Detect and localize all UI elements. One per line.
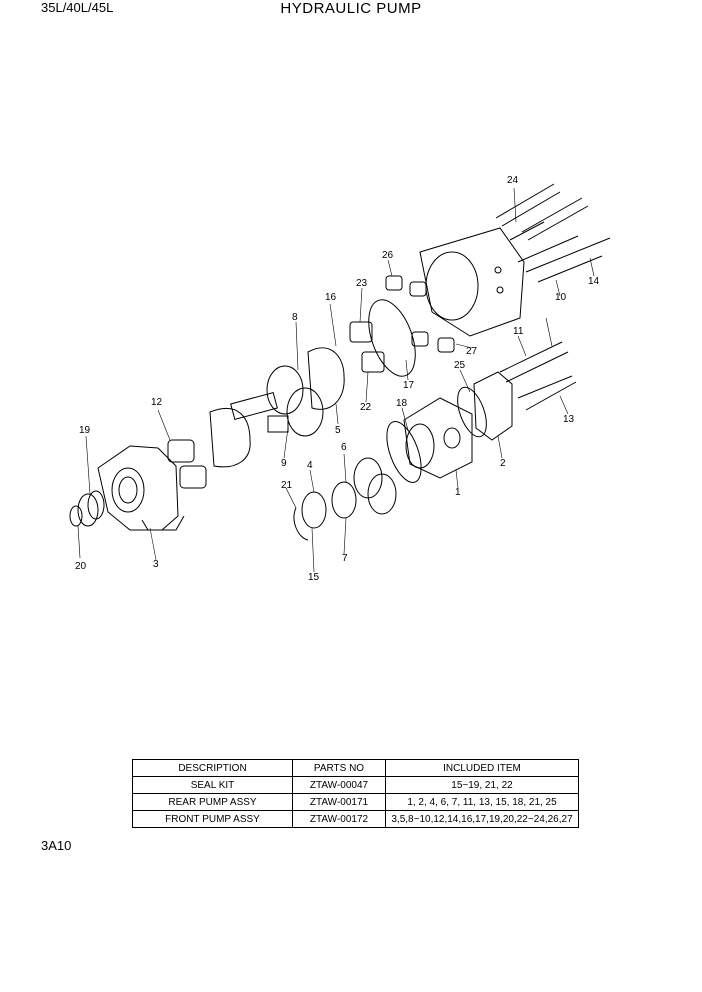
callout-10: 10 (555, 292, 567, 303)
callout-17: 17 (403, 380, 415, 391)
bushing-part (409, 281, 427, 297)
included-item-cell: 1, 2, 4, 6, 7, 11, 13, 15, 18, 21, 25 (385, 793, 579, 811)
description-cell: SEAL KIT (132, 776, 293, 794)
rear-gear-part (293, 457, 397, 541)
callout-14: 14 (588, 276, 600, 287)
callout-2: 2 (500, 458, 506, 469)
bushing-part (361, 351, 385, 373)
callout-5: 5 (335, 425, 341, 436)
pump-body-part (419, 227, 525, 337)
callout-9: 9 (281, 458, 287, 469)
callout-26: 26 (382, 250, 394, 261)
callout-6: 6 (341, 442, 347, 453)
callout-4: 4 (307, 460, 313, 471)
model-label: 35L/40L/45L (41, 0, 114, 15)
table-header-row: DESCRIPTION PARTS NO INCLUDED ITEM (132, 759, 579, 777)
parts-no-cell: ZTAW-00172 (292, 810, 386, 828)
page-code: 3A10 (41, 838, 72, 853)
callout-24: 24 (507, 175, 519, 186)
callout-16: 16 (325, 292, 337, 303)
plate-part (307, 347, 345, 410)
front-cover-part (97, 445, 185, 531)
callout-23: 23 (356, 278, 368, 289)
column-header: PARTS NO (292, 759, 386, 777)
included-item-cell: 15~19, 21, 22 (385, 776, 579, 794)
seal-part (87, 490, 105, 520)
column-header: DESCRIPTION (132, 759, 293, 777)
seal-part (457, 386, 487, 438)
callout-15: 15 (308, 572, 320, 583)
bushing-part (385, 275, 403, 291)
description-cell: REAR PUMP ASSY (132, 793, 293, 811)
rear-cover-part (473, 371, 513, 441)
wear-plate-part (209, 407, 251, 468)
rear-body-part (403, 397, 473, 479)
bushing-part (349, 321, 373, 343)
callout-27: 27 (466, 346, 478, 357)
drive-gear-part (230, 365, 324, 437)
leader-lines (77, 187, 595, 573)
table-row: FRONT PUMP ASSY ZTAW-00172 3,5,8~10,12,1… (132, 810, 579, 828)
parts-no-cell: ZTAW-00171 (292, 793, 386, 811)
parts-table: DESCRIPTION PARTS NO INCLUDED ITEM SEAL … (132, 759, 579, 828)
table-row: SEAL KIT ZTAW-00047 15~19, 21, 22 (132, 776, 579, 794)
column-header: INCLUDED ITEM (385, 759, 579, 777)
callout-21: 21 (281, 480, 293, 491)
exploded-pump-drawing: 1 2 3 4 5 6 7 8 9 10 11 12 13 14 15 16 1… (69, 175, 611, 583)
bushing-part (167, 439, 207, 489)
page-title: HYDRAULIC PUMP (280, 0, 422, 17)
included-item-cell: 3,5,8~10,12,14,16,17,19,20,22~24,26,27 (385, 810, 579, 828)
parts-no-cell: ZTAW-00047 (292, 776, 386, 794)
callout-3: 3 (153, 559, 159, 570)
callout-1: 1 (455, 487, 461, 498)
bushing-part (437, 337, 455, 353)
callout-8: 8 (292, 312, 298, 323)
callout-22: 22 (360, 402, 372, 413)
bolt-part (499, 341, 577, 411)
description-cell: FRONT PUMP ASSY (132, 810, 293, 828)
ring-part (69, 505, 83, 527)
callout-20: 20 (75, 561, 87, 572)
bushing-part (411, 331, 429, 347)
callout-25: 25 (454, 360, 466, 371)
callout-13: 13 (563, 414, 575, 425)
callout-11: 11 (513, 326, 524, 337)
callout-7: 7 (342, 553, 348, 564)
callout-12: 12 (151, 397, 163, 408)
seal-part (77, 493, 99, 527)
bolt-part (495, 183, 611, 283)
callout-18: 18 (396, 398, 408, 409)
seal-part (368, 299, 416, 377)
seal-part (386, 421, 422, 483)
callout-19: 19 (79, 425, 91, 436)
table-row: REAR PUMP ASSY ZTAW-00171 1, 2, 4, 6, 7,… (132, 793, 579, 811)
